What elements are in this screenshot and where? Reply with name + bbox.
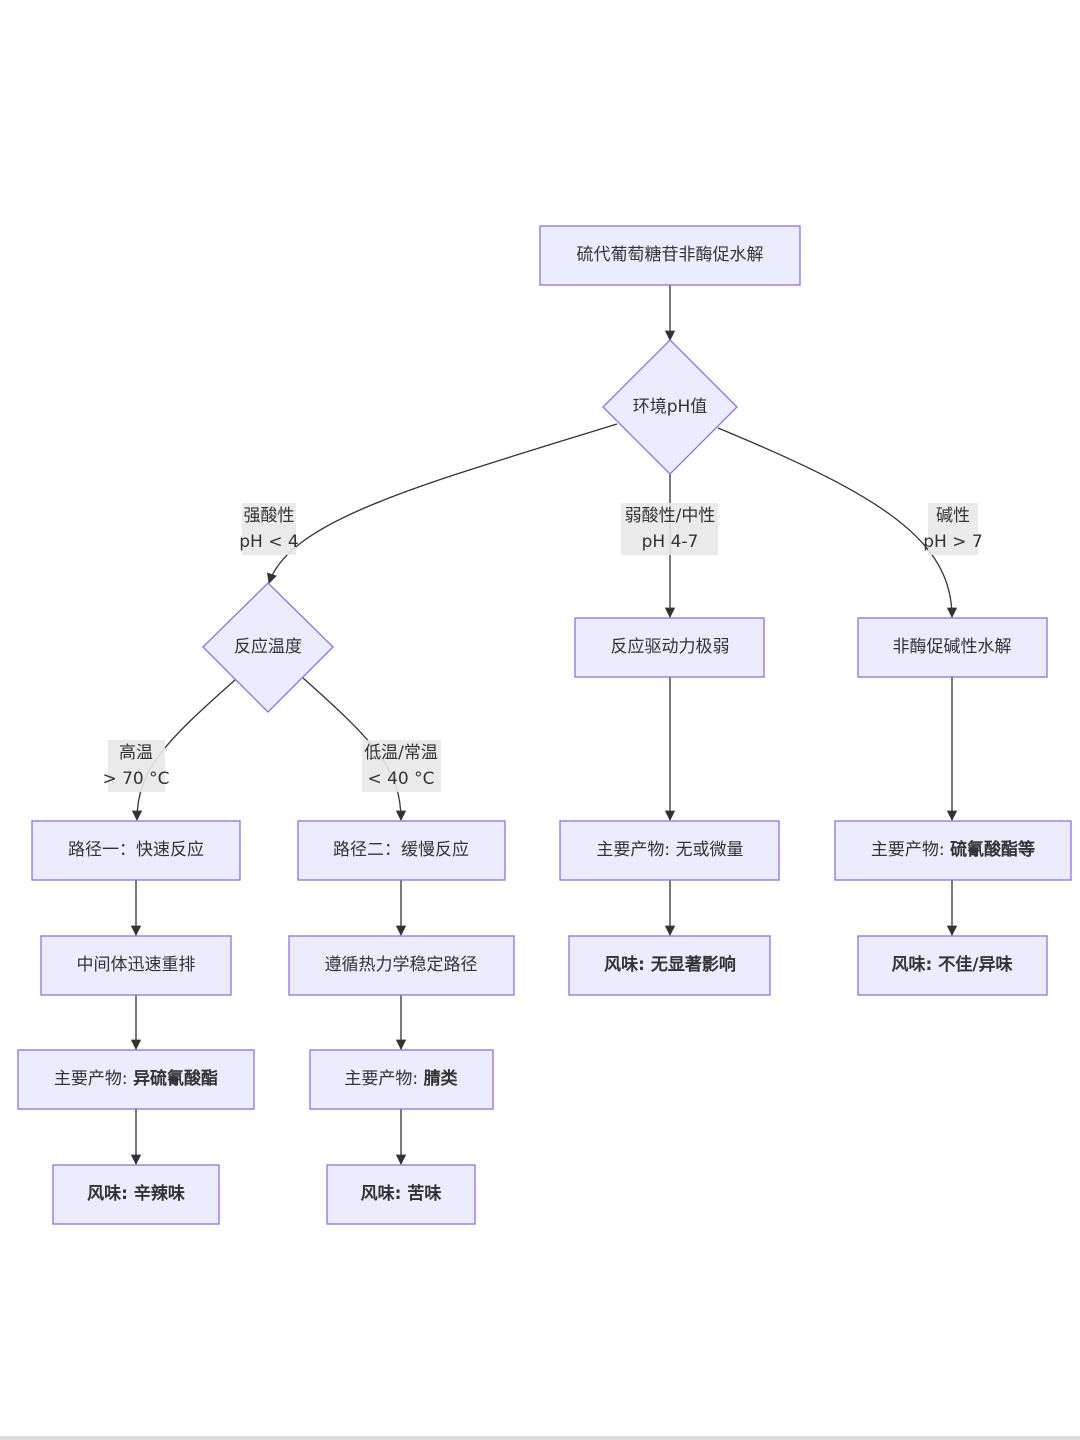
- decision-temperature: 反应温度: [202, 582, 334, 713]
- node-path1: 路径一：快速反应: [31, 820, 241, 881]
- node-label: 主要产物: 腈类: [344, 1068, 458, 1089]
- node-label: 遵循热力学稳定路径: [325, 955, 478, 975]
- node-label: 风味: 无显著影响: [604, 954, 736, 975]
- node-label: 风味: 苦味: [361, 1183, 442, 1204]
- node-label: 路径二：缓慢反应: [333, 839, 469, 860]
- edge-label-text: pH < 4: [239, 532, 298, 552]
- decision-ph: 环境pH值: [602, 339, 738, 475]
- node-thermo: 遵循热力学稳定路径: [288, 935, 515, 996]
- node-label: 中间体迅速重排: [77, 955, 196, 975]
- edge-label-strong-acid: 强酸性 pH < 4: [239, 503, 299, 555]
- edge-label-text: 弱酸性/中性: [625, 506, 716, 526]
- edge-label-text: 低温/常温: [364, 743, 438, 763]
- node-label: 主要产物: 硫氰酸酯等: [871, 839, 1035, 860]
- node-alk-product: 主要产物: 硫氰酸酯等: [834, 820, 1072, 881]
- edge-label-text: pH 4-7: [642, 532, 699, 552]
- node-label: 风味: 辛辣味: [87, 1183, 185, 1204]
- edge-label-text: 强酸性: [244, 506, 295, 526]
- edge-ph-strong-acid: [267, 423, 618, 584]
- edge-label-high-temp: 高温 > 70 °C: [102, 740, 170, 792]
- edges: [130, 285, 958, 1166]
- edge-label-alkaline: 碱性 pH > 7: [923, 503, 983, 555]
- node-mid-product: 主要产物: 无或微量: [559, 820, 780, 881]
- node-label: 路径一：快速反应: [68, 840, 204, 860]
- node-p1-product: 主要产物: 异硫氰酸酯: [17, 1049, 255, 1110]
- edge-label-text: 碱性: [936, 506, 970, 526]
- edge-label-text: pH > 7: [923, 532, 982, 552]
- node-label: 反应驱动力极弱: [611, 637, 730, 657]
- node-label: 主要产物: 异硫氰酸酯: [54, 1068, 218, 1089]
- bottom-divider: [0, 1436, 1080, 1440]
- edge-label-text: > 70 °C: [102, 769, 169, 789]
- node-alk-flavor: 风味: 不佳/异味: [857, 935, 1048, 996]
- node-alkaline-hydrolysis: 非酶促碱性水解: [857, 617, 1048, 678]
- node-path2: 路径二：缓慢反应: [297, 820, 506, 881]
- edge-label-text: < 40 °C: [367, 769, 434, 789]
- node-label: 风味: 不佳/异味: [892, 954, 1013, 975]
- node-label: 硫代葡萄糖苷非酶促水解: [577, 245, 764, 265]
- edge-ph-alkaline: [717, 427, 958, 619]
- edge-label-low-temp: 低温/常温 < 40 °C: [362, 740, 441, 792]
- node-label: 环境pH值: [633, 397, 708, 417]
- node-mid-flavor: 风味: 无显著影响: [568, 935, 771, 996]
- node-label: 反应温度: [234, 637, 302, 657]
- node-intermediate: 中间体迅速重排: [40, 935, 232, 996]
- node-label: 主要产物: 无或微量: [596, 840, 743, 860]
- node-label: 非酶促碱性水解: [893, 637, 1012, 657]
- node-p1-flavor: 风味: 辛辣味: [52, 1164, 220, 1225]
- edge-label-weak-acid: 弱酸性/中性 pH 4-7: [621, 503, 718, 555]
- edge-label-text: 高温: [119, 743, 153, 763]
- node-root: 硫代葡萄糖苷非酶促水解: [539, 225, 801, 286]
- node-p2-flavor: 风味: 苦味: [326, 1164, 476, 1225]
- node-weak-drive: 反应驱动力极弱: [574, 617, 765, 678]
- node-p2-product: 主要产物: 腈类: [309, 1049, 494, 1110]
